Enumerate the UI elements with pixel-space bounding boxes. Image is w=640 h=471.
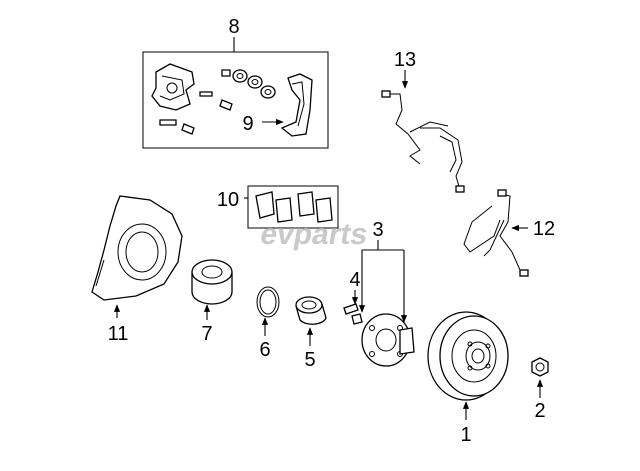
brake-rotor bbox=[427, 311, 509, 401]
pad-1 bbox=[255, 191, 275, 219]
piston-seal-2 bbox=[247, 75, 263, 89]
bushing-small bbox=[221, 69, 231, 77]
abs-speed-sensor bbox=[463, 189, 529, 277]
bleeder-screw bbox=[219, 99, 233, 111]
pin-boot bbox=[181, 123, 195, 135]
axle-nut bbox=[531, 357, 549, 377]
pad-kit-box bbox=[247, 185, 339, 229]
wheel-bearing bbox=[191, 259, 233, 305]
watermark: evparts bbox=[258, 218, 370, 251]
callout-8: 8 bbox=[228, 16, 239, 38]
callout-10: 10 bbox=[217, 189, 239, 211]
pad-kit-group bbox=[244, 185, 339, 229]
watermark-group: evparts bbox=[258, 218, 370, 251]
caliper-body bbox=[151, 63, 195, 111]
pad-2 bbox=[275, 197, 293, 223]
piston bbox=[260, 85, 276, 99]
callout-3: 3 bbox=[372, 219, 383, 241]
snap-ring bbox=[256, 286, 280, 318]
caliper-kit-box bbox=[142, 51, 329, 149]
callout-5: 5 bbox=[304, 349, 315, 371]
callout-4: 4 bbox=[349, 269, 360, 291]
callout-2: 2 bbox=[534, 400, 545, 422]
pad-3 bbox=[297, 191, 315, 217]
callout-9: 9 bbox=[242, 113, 253, 135]
abs-sensor-harness bbox=[381, 90, 465, 193]
caliper-bracket bbox=[280, 73, 313, 137]
wheel-hub bbox=[361, 313, 415, 367]
hub-stud bbox=[343, 303, 363, 325]
callout-11: 11 bbox=[108, 323, 129, 345]
piston-seal-1 bbox=[232, 69, 248, 83]
dust-shield bbox=[91, 195, 183, 301]
callout-12: 12 bbox=[533, 218, 555, 240]
callout-1: 1 bbox=[460, 424, 471, 446]
callout-6: 6 bbox=[259, 339, 270, 361]
callout-13: 13 bbox=[394, 49, 416, 71]
caliper-kit-group bbox=[142, 37, 329, 149]
pad-4 bbox=[315, 197, 333, 223]
guide-pin-lower bbox=[159, 119, 177, 126]
hub-sleeve bbox=[295, 296, 327, 325]
callout-7: 7 bbox=[201, 323, 212, 345]
guide-pin-upper bbox=[199, 91, 213, 97]
